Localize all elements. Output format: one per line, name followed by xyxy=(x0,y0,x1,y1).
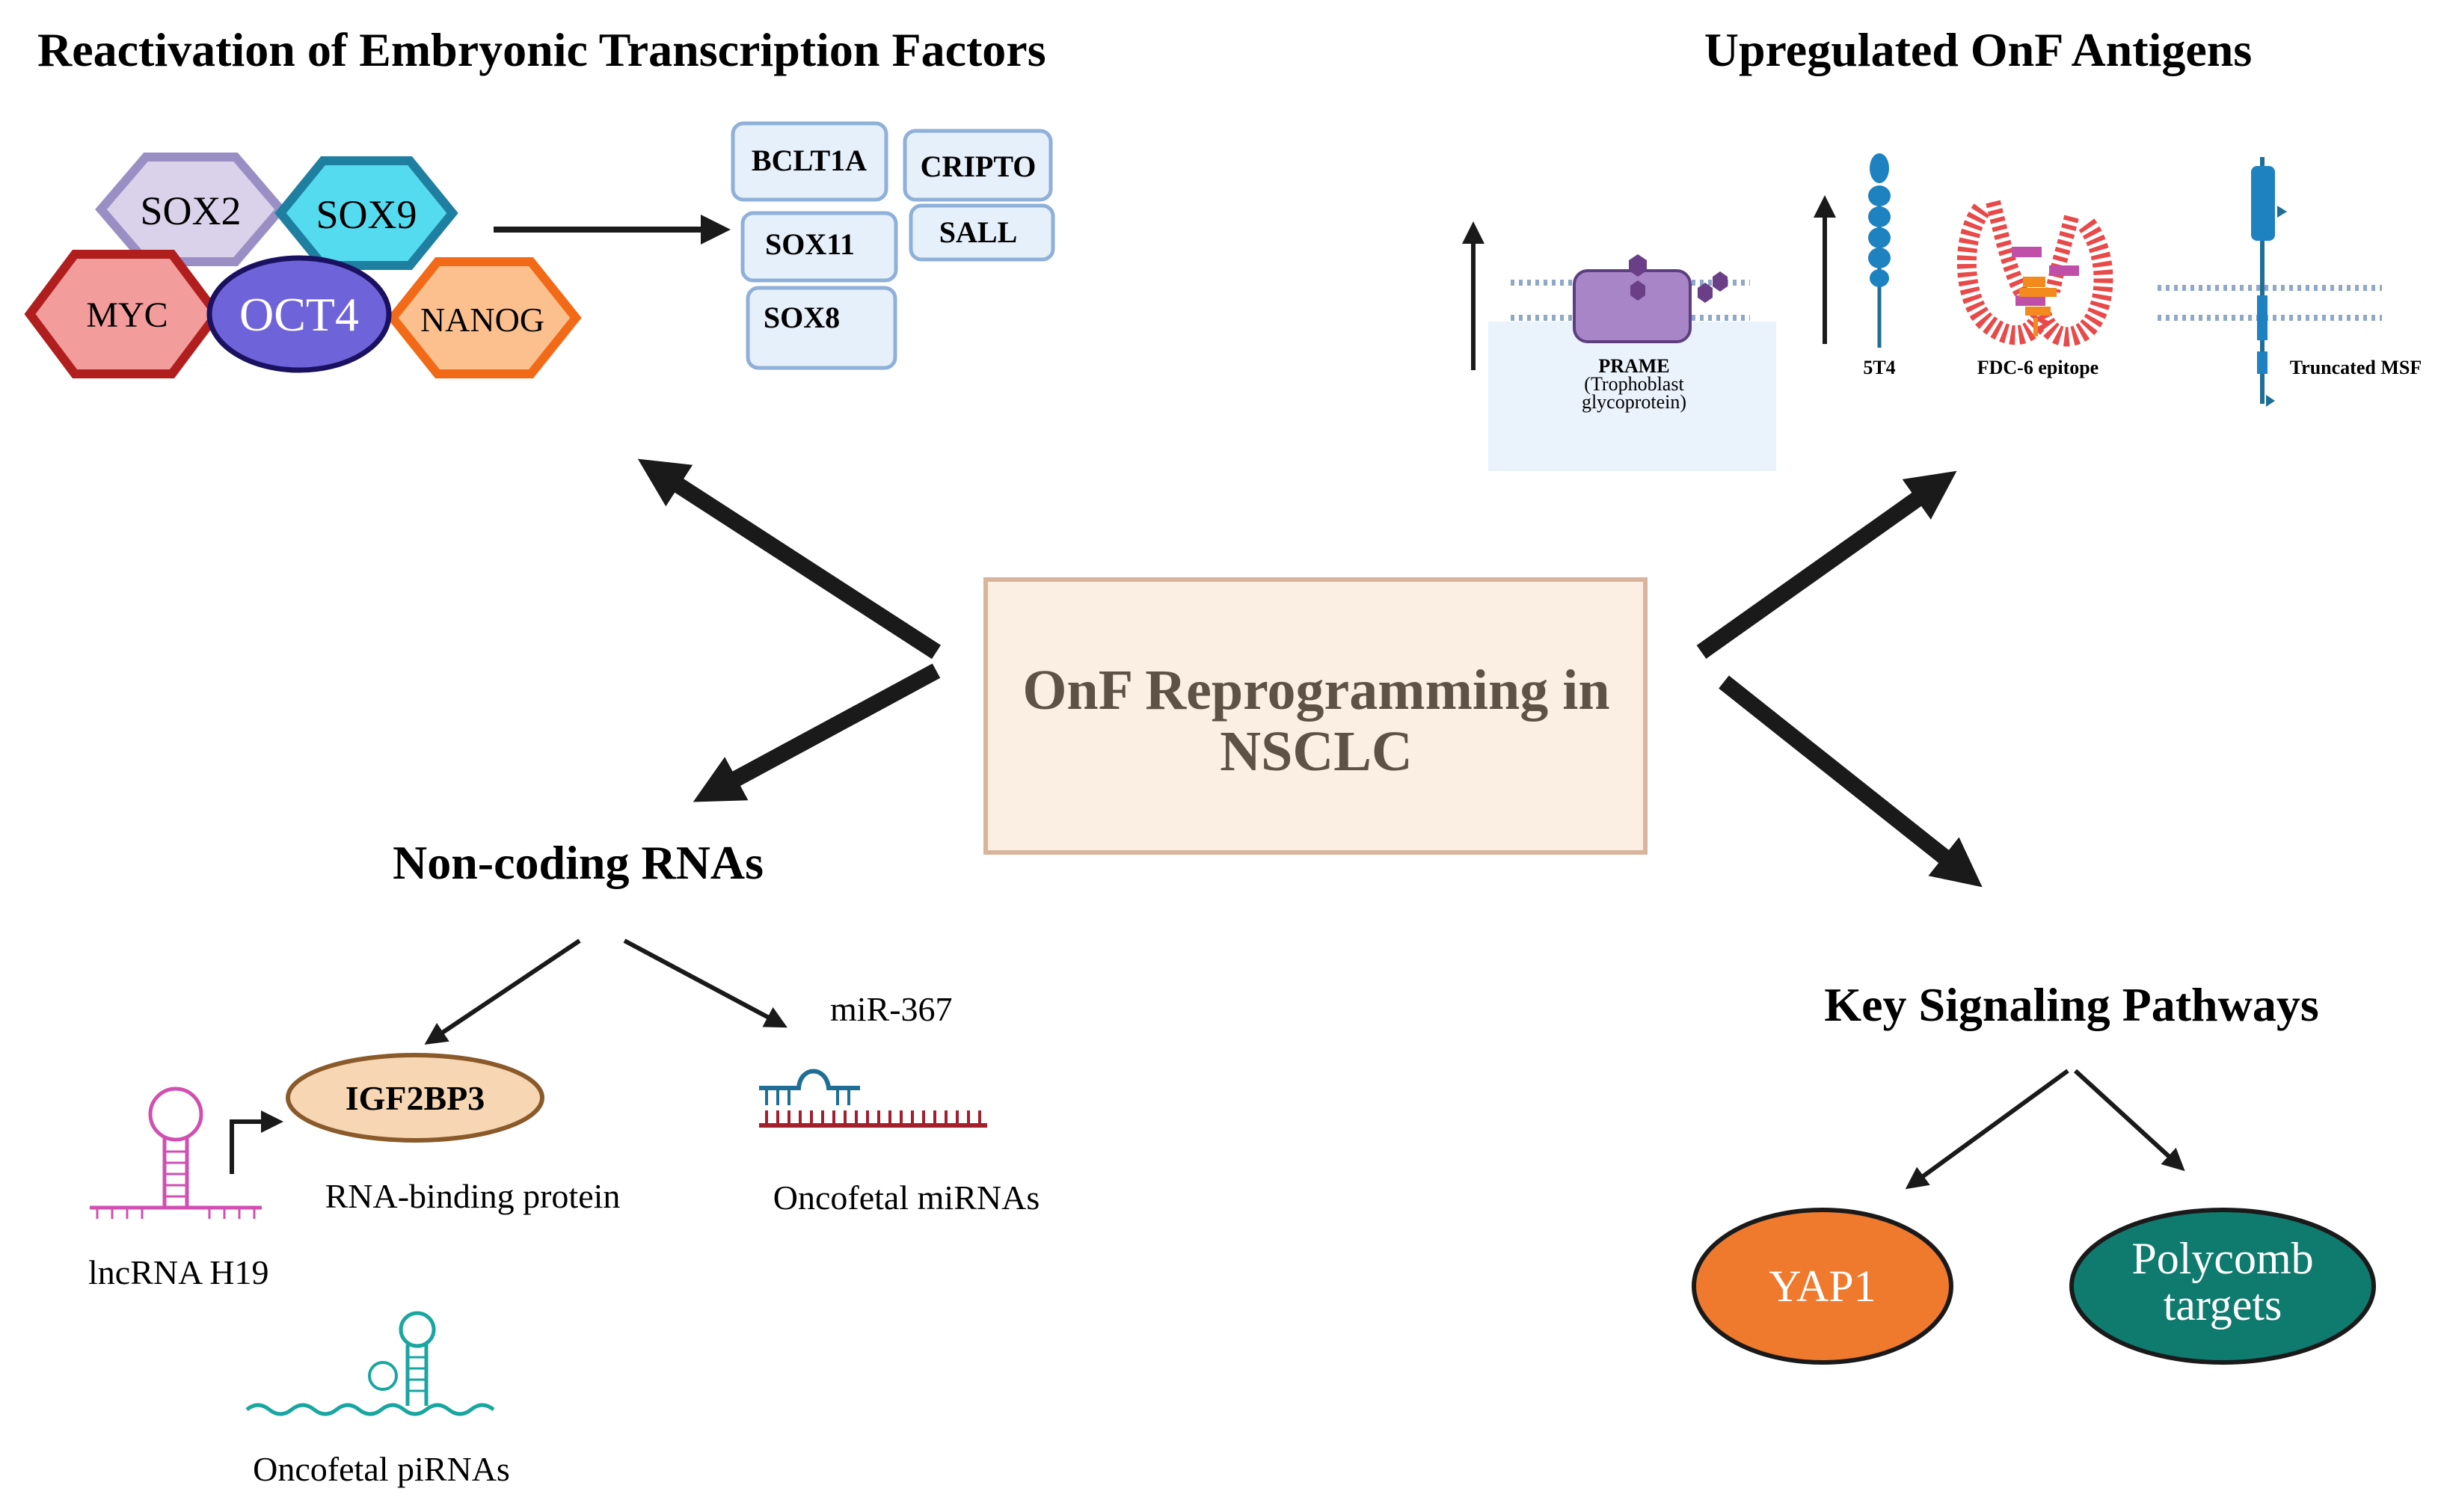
arrow-ncrna-to-mirna xyxy=(623,938,787,1028)
prame-sub1: (Trophoblast xyxy=(1584,373,1684,395)
prame-label: PRAME xyxy=(1598,355,1669,377)
t4-label: 5T4 xyxy=(1863,357,1895,378)
msf-antigen: Truncated MSF xyxy=(2158,157,2422,407)
sox2-hexagon: SOX2 xyxy=(95,153,286,266)
prame-glycan-top xyxy=(1629,254,1647,277)
pirna-icon xyxy=(245,1311,495,1416)
prame-glycan-mid xyxy=(1630,280,1645,301)
sall-label: SALL xyxy=(939,215,1018,249)
center-box: OnF Reprogramming in NSCLC xyxy=(983,577,1648,855)
sox2-label: SOX2 xyxy=(140,188,241,233)
target-box-sox8: SOX8 xyxy=(746,286,897,370)
mirna-icon xyxy=(759,1069,987,1128)
target-box-cripto: CRIPTO xyxy=(903,129,1053,202)
arrow-signaling-to-yap1 xyxy=(1905,1069,2069,1190)
pirna-label: Oncofetal piRNAs xyxy=(253,1450,510,1488)
arrow-center-to-embryonic xyxy=(637,458,941,660)
polycomb-label-line1: Polycomb xyxy=(2131,1234,2313,1283)
lncrna-h19-icon xyxy=(90,1087,262,1219)
center-title-line2: NSCLC xyxy=(1220,720,1413,783)
nanog-label: NANOG xyxy=(420,301,544,339)
sox11-label: SOX11 xyxy=(765,227,855,261)
myc-label: MYC xyxy=(86,295,168,335)
signaling-section-title: Key Signaling Pathways xyxy=(1824,978,2318,1031)
arrow-ncrna-to-igf2bp3 xyxy=(424,938,581,1045)
sox8-label: SOX8 xyxy=(764,301,840,334)
rbp-label: RNA-binding protein xyxy=(325,1177,621,1215)
fdc6-antigen: FDC-6 epitope xyxy=(1956,200,2113,378)
arrow-center-to-antigens xyxy=(1696,470,1957,659)
igf2bp3-oval: IGF2BP3 xyxy=(286,1053,544,1143)
ncrna-section-title: Non-coding RNAs xyxy=(393,836,764,889)
sox9-label: SOX9 xyxy=(316,192,417,237)
arrow-h19-to-igf2bp3 xyxy=(230,1110,283,1174)
arrow-signaling-to-polycomb xyxy=(2073,1069,2185,1172)
center-title-line1: OnF Reprogramming in xyxy=(1022,659,1609,722)
prame-protein xyxy=(1573,269,1692,343)
antigens-section-title: Upregulated OnF Antigens xyxy=(1704,23,2253,76)
polycomb-label-line2: targets xyxy=(2164,1280,2282,1330)
myc-hexagon: MYC xyxy=(24,250,223,378)
target-box-bclt1a: BCLT1A xyxy=(731,121,888,202)
oct4-label: OCT4 xyxy=(239,288,359,341)
polycomb-oval: Polycomb targets xyxy=(2069,1208,2376,1365)
fdc6-label: FDC-6 epitope xyxy=(1977,357,2098,378)
yap1-oval: YAP1 xyxy=(1692,1208,1953,1365)
sox9-hexagon: SOX9 xyxy=(274,156,458,270)
prame-glycan-side2 xyxy=(1698,283,1713,303)
bclt1a-label: BCLT1A xyxy=(752,144,867,177)
mirna-label: Oncofetal miRNAs xyxy=(773,1178,1040,1217)
target-box-sall: SALL xyxy=(909,203,1055,262)
h19-label: lncRNA H19 xyxy=(88,1253,269,1291)
arrow-center-to-ncrna xyxy=(693,663,941,802)
yap1-label: YAP1 xyxy=(1769,1261,1876,1311)
prame-glycan-side xyxy=(1713,271,1728,292)
arrow-center-to-signaling xyxy=(1719,675,1983,888)
nanog-hexagon: NANOG xyxy=(387,257,582,378)
t4-antigen: 5T4 xyxy=(1814,153,1896,378)
mir367-label: miR-367 xyxy=(830,990,953,1028)
prame-cell-background xyxy=(1488,322,1776,471)
prame-antigen: PRAME (Trophoblast glycoprotein) xyxy=(1462,221,1776,471)
msf-label: Truncated MSF xyxy=(2290,357,2422,378)
cripto-label: CRIPTO xyxy=(921,150,1037,183)
oct4-oval: OCT4 xyxy=(206,255,392,373)
embryonic-section-title: Reactivation of Embryonic Transcription … xyxy=(37,23,1046,76)
target-box-sox11: SOX11 xyxy=(740,211,898,283)
prame-sub2: glycoprotein) xyxy=(1582,391,1686,413)
prame-membrane xyxy=(1511,280,1750,321)
igf2bp3-label: IGF2BP3 xyxy=(346,1079,485,1117)
